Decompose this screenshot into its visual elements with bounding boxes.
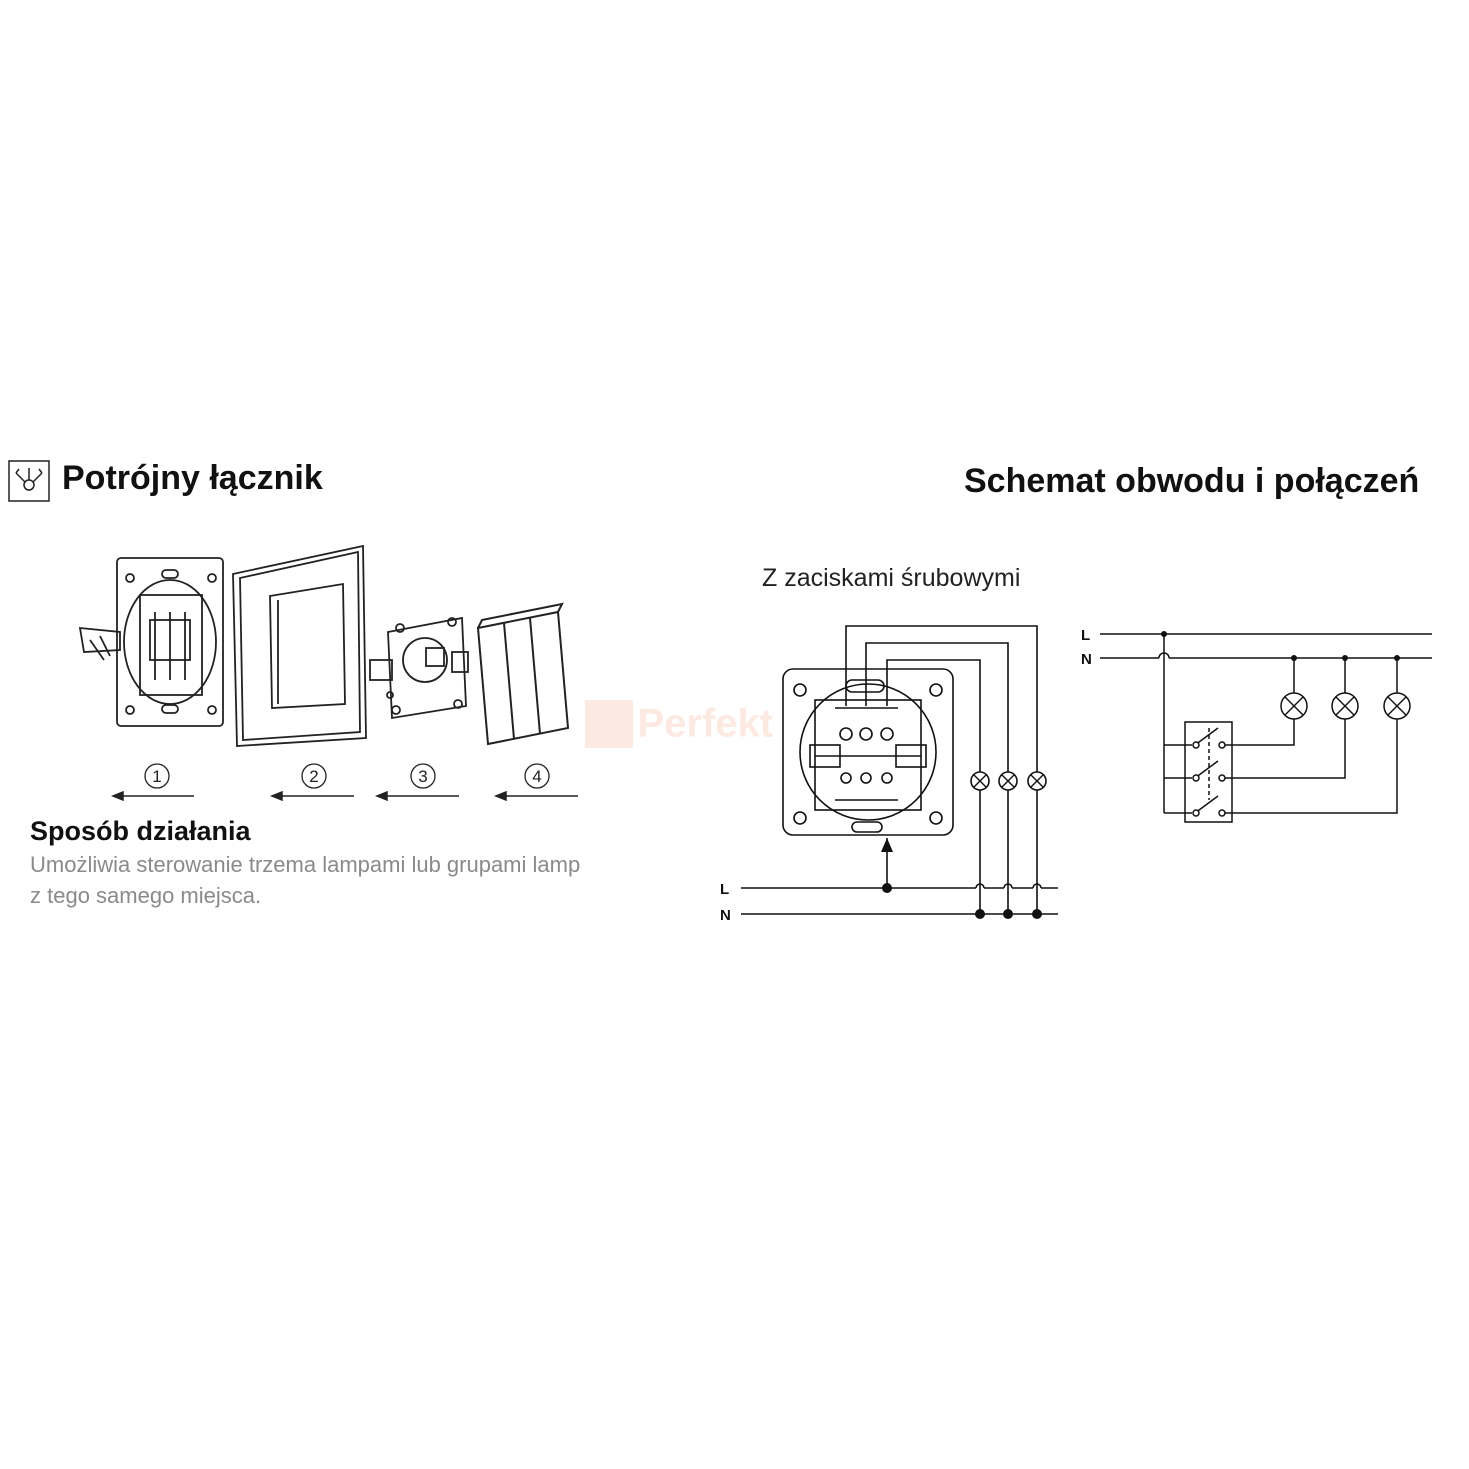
wiring-l-label: L [720, 881, 729, 898]
description-line-2: z tego samego miejsca. [30, 883, 262, 908]
mechanism-part [78, 557, 224, 727]
step-4-label: 4 [532, 767, 541, 786]
step-1-label: 1 [152, 767, 161, 786]
operation-heading: Sposób działania [30, 816, 251, 846]
operation-description: Umożliwia sterowanie trzema lampami lub … [30, 849, 690, 911]
mechanism-outline [782, 668, 954, 836]
step-2-label: 2 [309, 767, 318, 786]
diagram-title: Schemat obwodu i połączeń [964, 462, 1420, 500]
page-title: Potrójny łącznik [62, 459, 323, 497]
frame-part [232, 544, 367, 747]
description-line-1: Umożliwia sterowanie trzema lampami lub … [30, 852, 581, 877]
cover-part [369, 616, 469, 720]
triple-switch-symbol-icon [8, 460, 50, 502]
schematic-n-label: N [1081, 651, 1092, 668]
watermark-text: Perfekt [637, 701, 774, 746]
wiring-n-label: N [720, 907, 731, 924]
triple-switch-box [1184, 721, 1233, 823]
rocker-keys-part [476, 602, 570, 746]
wiring-subtitle: Z zaciskami śrubowymi [762, 564, 1021, 592]
step-3-label: 3 [418, 767, 427, 786]
watermark: Perfekt [585, 700, 773, 748]
step-arrows [110, 790, 578, 802]
schematic-l-label: L [1081, 627, 1090, 644]
step-circles [144, 763, 550, 789]
